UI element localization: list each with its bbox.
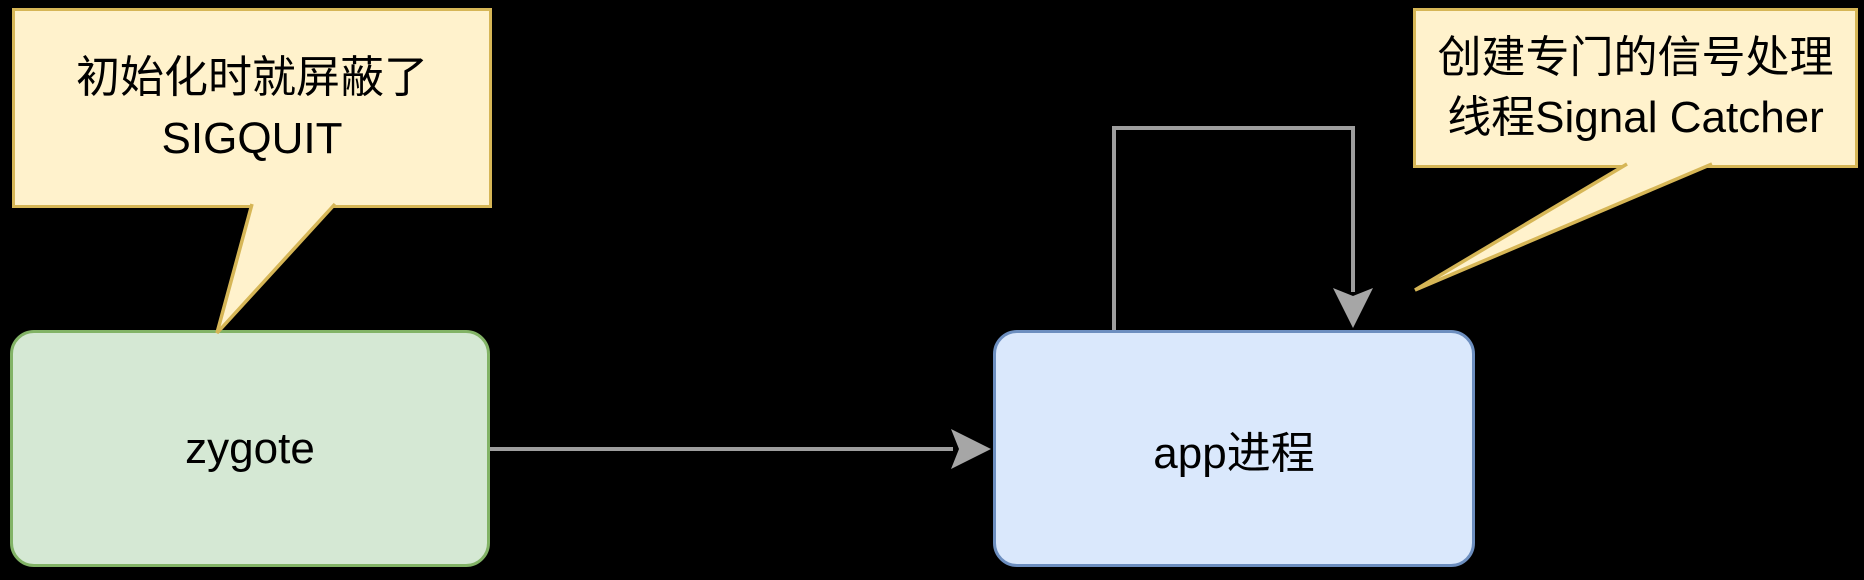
- zygote-to-app-arrowhead-icon: [951, 429, 991, 469]
- callout-left-line1: 初始化时就屏蔽了: [76, 53, 428, 102]
- callout-right: 创建专门的信号处理 线程Signal Catcher: [1413, 8, 1858, 168]
- node-app-label: app进程: [1153, 428, 1315, 478]
- callout-right-tail: [1414, 162, 1713, 292]
- callout-left-line2: SIGQUIT: [161, 114, 343, 163]
- node-app: app进程: [993, 330, 1475, 567]
- callout-right-line2: 线程Signal Catcher: [1447, 93, 1824, 142]
- callout-right-line1: 创建专门的信号处理: [1437, 33, 1834, 82]
- node-zygote: zygote: [10, 330, 490, 567]
- callout-left-tail: [215, 202, 337, 335]
- app-self-loop-arrowhead-icon: [1333, 288, 1373, 328]
- node-zygote-label: zygote: [185, 423, 315, 473]
- app-self-loop-arrow-line: [1112, 126, 1355, 330]
- callout-left: 初始化时就屏蔽了 SIGQUIT: [12, 8, 492, 208]
